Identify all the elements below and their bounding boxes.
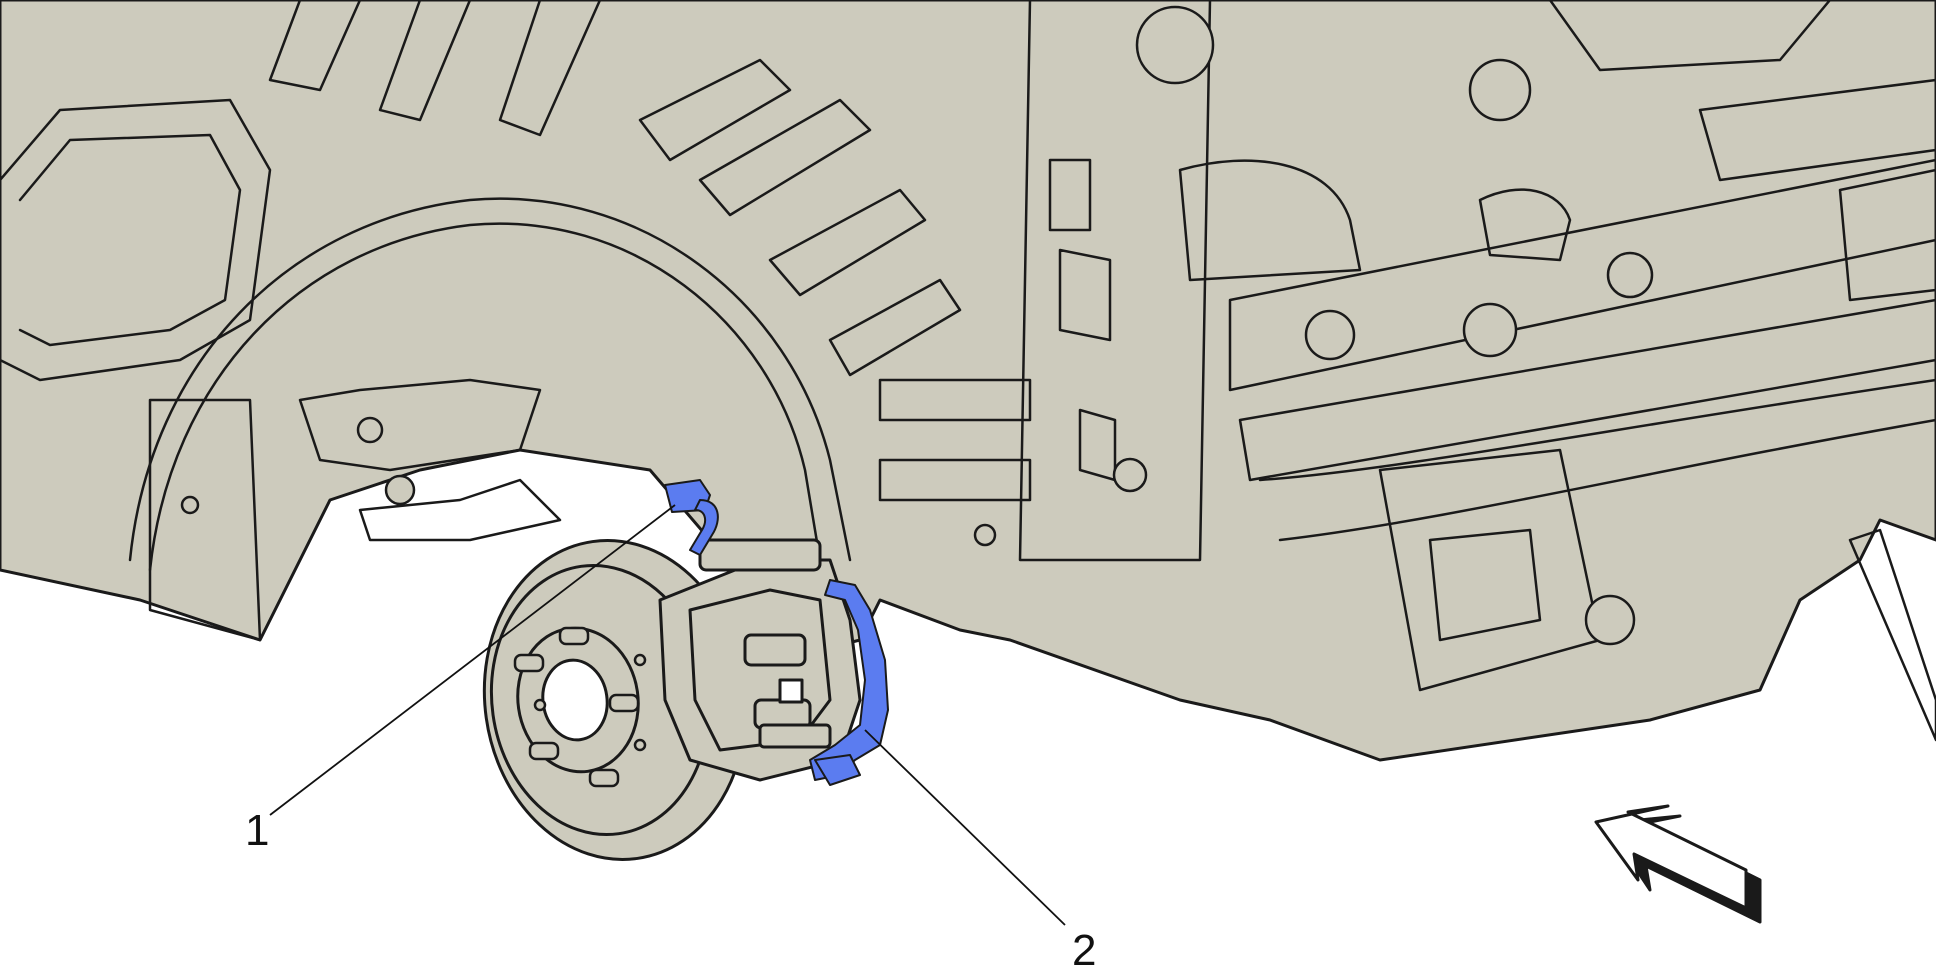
callout-leaders: [269, 504, 1066, 926]
body-holes: [180, 5, 1654, 646]
brake-caliper: [658, 538, 862, 782]
leader-line-1: [269, 504, 676, 816]
leader-line-2: [864, 729, 1066, 926]
callout-1: 1: [245, 806, 269, 855]
callout-2: 2: [1072, 926, 1096, 975]
view-direction-arrow-icon: [1594, 804, 1762, 924]
body-detail-lines: [0, 0, 1936, 742]
highlighted-caliper-bracket: [809, 579, 889, 786]
wheel-studs: [513, 626, 647, 788]
highlighted-brake-hose: [664, 479, 719, 556]
